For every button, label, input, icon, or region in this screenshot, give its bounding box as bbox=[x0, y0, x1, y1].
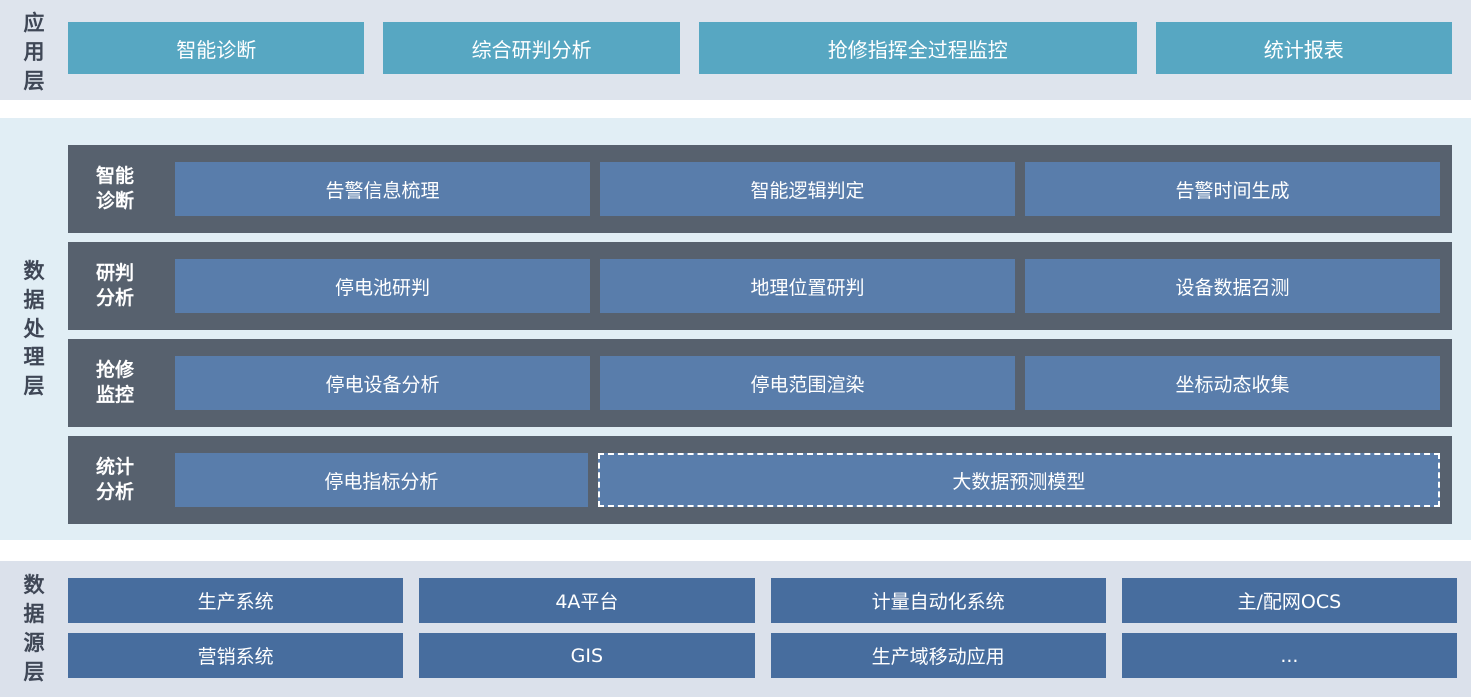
proc-box-intelligent-logic-judgement: 智能逻辑判定 bbox=[600, 162, 1015, 216]
row-label-line2: 监控 bbox=[96, 384, 135, 406]
row-label-line1: 智能 bbox=[96, 165, 135, 188]
src-box-main-distribution-ocs: 主/配网OCS bbox=[1121, 578, 1457, 623]
data-processing-layer-label-text: 数据处理层 bbox=[23, 258, 45, 399]
row-label: 研判 分析 bbox=[68, 261, 175, 310]
src-box-metering-automation-system: 计量自动化系统 bbox=[770, 578, 1106, 623]
row-label-line2: 分析 bbox=[96, 481, 135, 503]
row-label: 抢修 监控 bbox=[68, 358, 175, 407]
proc-box-bigdata-prediction-model: 大数据预测模型 bbox=[597, 453, 1440, 507]
application-buttons-row: 智能诊断 综合研判分析 抢修指挥全过程监控 统计报表 bbox=[68, 0, 1471, 100]
row-label: 统计 分析 bbox=[68, 455, 175, 504]
row-label: 智能 诊断 bbox=[68, 164, 175, 213]
proc-box-outage-area-rendering: 停电范围渲染 bbox=[600, 356, 1015, 410]
proc-box-alarm-info-sorting: 告警信息梳理 bbox=[175, 162, 590, 216]
src-box-marketing-system: 营销系统 bbox=[68, 633, 404, 678]
src-box-production-mobile-app: 生产域移动应用 bbox=[770, 633, 1106, 678]
app-block-comprehensive-analysis: 综合研判分析 bbox=[383, 22, 680, 74]
src-box-ellipsis: ... bbox=[1121, 633, 1457, 678]
source-row-1: 生产系统 4A平台 计量自动化系统 主/配网OCS bbox=[68, 578, 1457, 623]
row-boxes: 停电池研判 地理位置研判 设备数据召测 bbox=[175, 259, 1440, 313]
proc-box-outage-pool-analysis: 停电池研判 bbox=[175, 259, 590, 313]
application-layer-label-text: 应用层 bbox=[23, 11, 45, 93]
row-boxes: 告警信息梳理 智能逻辑判定 告警时间生成 bbox=[175, 162, 1440, 216]
row-boxes: 停电指标分析 大数据预测模型 bbox=[175, 453, 1440, 507]
proc-box-geolocation-analysis: 地理位置研判 bbox=[600, 259, 1015, 313]
data-source-layer-label: 数据源层 bbox=[0, 561, 68, 697]
src-box-gis: GIS bbox=[419, 633, 755, 678]
proc-box-device-data-telemetry: 设备数据召测 bbox=[1025, 259, 1440, 313]
proc-box-outage-indicator-analysis: 停电指标分析 bbox=[175, 453, 588, 507]
processing-row-analysis: 研判 分析 停电池研判 地理位置研判 设备数据召测 bbox=[68, 242, 1452, 330]
data-processing-layer-label: 数据处理层 bbox=[0, 118, 68, 540]
row-label-line1: 研判 bbox=[96, 262, 135, 285]
source-rows: 生产系统 4A平台 计量自动化系统 主/配网OCS 营销系统 GIS 生产域移动… bbox=[68, 561, 1471, 697]
processing-rows: 智能 诊断 告警信息梳理 智能逻辑判定 告警时间生成 研判 分析 停电池研判 地… bbox=[68, 118, 1471, 540]
source-row-2: 营销系统 GIS 生产域移动应用 ... bbox=[68, 633, 1457, 678]
processing-row-intelligent-diagnosis: 智能 诊断 告警信息梳理 智能逻辑判定 告警时间生成 bbox=[68, 145, 1452, 233]
proc-box-coordinate-dynamic-collection: 坐标动态收集 bbox=[1025, 356, 1440, 410]
data-source-layer: 数据源层 生产系统 4A平台 计量自动化系统 主/配网OCS 营销系统 GIS … bbox=[0, 561, 1471, 697]
src-box-4a-platform: 4A平台 bbox=[419, 578, 755, 623]
row-label-line2: 分析 bbox=[96, 287, 135, 309]
data-processing-layer: 数据处理层 智能 诊断 告警信息梳理 智能逻辑判定 告警时间生成 研判 分析 停… bbox=[0, 118, 1471, 540]
src-box-production-system: 生产系统 bbox=[68, 578, 404, 623]
proc-box-outage-equipment-analysis: 停电设备分析 bbox=[175, 356, 590, 410]
proc-box-alarm-time-generation: 告警时间生成 bbox=[1025, 162, 1440, 216]
row-label-line1: 抢修 bbox=[96, 359, 135, 382]
processing-row-statistical-analysis: 统计 分析 停电指标分析 大数据预测模型 bbox=[68, 436, 1452, 524]
row-label-line2: 诊断 bbox=[96, 190, 135, 212]
app-block-statistical-reports: 统计报表 bbox=[1155, 22, 1452, 74]
row-label-line1: 统计 bbox=[96, 456, 135, 479]
app-block-intelligent-diagnosis: 智能诊断 bbox=[68, 22, 365, 74]
app-block-repair-command-monitoring: 抢修指挥全过程监控 bbox=[698, 22, 1137, 74]
application-layer: 应用层 智能诊断 综合研判分析 抢修指挥全过程监控 统计报表 bbox=[0, 0, 1471, 100]
data-source-layer-label-text: 数据源层 bbox=[23, 573, 45, 684]
application-layer-label: 应用层 bbox=[0, 0, 68, 100]
processing-row-repair-monitoring: 抢修 监控 停电设备分析 停电范围渲染 坐标动态收集 bbox=[68, 339, 1452, 427]
row-boxes: 停电设备分析 停电范围渲染 坐标动态收集 bbox=[175, 356, 1440, 410]
